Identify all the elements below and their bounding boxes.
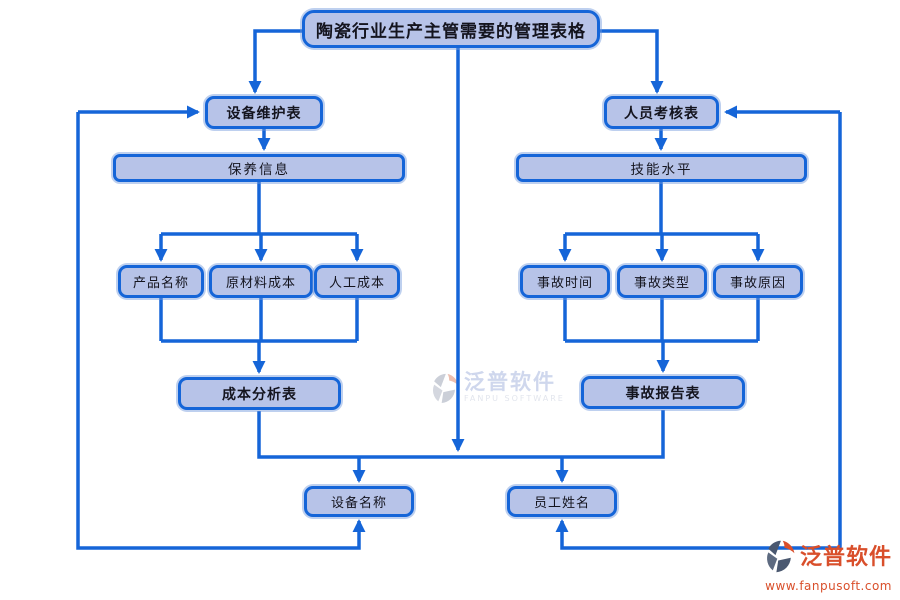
node-accident-type: 事故类型 bbox=[617, 265, 707, 298]
node-personnel-assessment-table: 人员考核表 bbox=[604, 96, 719, 129]
edge-right-fan-stem bbox=[565, 182, 758, 236]
fanpu-website: www.fanpusoft.com bbox=[765, 579, 892, 593]
node-product-name: 产品名称 bbox=[118, 265, 204, 298]
fanpu-brand-block: 泛普软件 www.fanpusoft.com bbox=[763, 538, 892, 593]
fanpu-logo-icon bbox=[763, 538, 797, 578]
edge-loop-left-to-equipment-name bbox=[76, 112, 366, 550]
edge-loop-right-to-employee-name bbox=[555, 112, 842, 550]
watermark: 泛普软件 FANPU SOFTWARE bbox=[430, 370, 565, 409]
fanpu-brand-name: 泛普软件 bbox=[799, 545, 892, 570]
node-employee-name: 员工姓名 bbox=[507, 486, 617, 517]
watermark-brand: 泛普软件 bbox=[464, 370, 556, 394]
edge-title-to-equipment-table bbox=[248, 29, 302, 94]
node-skill-level: 技能水平 bbox=[516, 154, 807, 182]
edge-title-to-personnel-table bbox=[600, 29, 664, 94]
node-maintenance-info: 保养信息 bbox=[113, 154, 405, 182]
watermark-subtitle: FANPU SOFTWARE bbox=[464, 394, 565, 404]
edge-bottom-bus bbox=[257, 410, 665, 459]
node-accident-report-table: 事故报告表 bbox=[581, 376, 745, 409]
edge-left-merge bbox=[159, 298, 359, 343]
edge-right-merge bbox=[563, 298, 760, 343]
watermark-logo-icon bbox=[430, 371, 460, 409]
node-labor-cost: 人工成本 bbox=[314, 265, 400, 298]
edge-left-fan-stem bbox=[161, 182, 357, 236]
node-equipment-maintenance-table: 设备维护表 bbox=[205, 96, 323, 129]
node-cost-analysis-table: 成本分析表 bbox=[178, 377, 341, 410]
node-accident-time: 事故时间 bbox=[520, 265, 610, 298]
node-accident-cause: 事故原因 bbox=[713, 265, 803, 298]
node-equipment-name: 设备名称 bbox=[304, 486, 414, 517]
node-title: 陶瓷行业生产主管需要的管理表格 bbox=[302, 10, 600, 48]
node-raw-material-cost: 原材料成本 bbox=[209, 265, 313, 298]
